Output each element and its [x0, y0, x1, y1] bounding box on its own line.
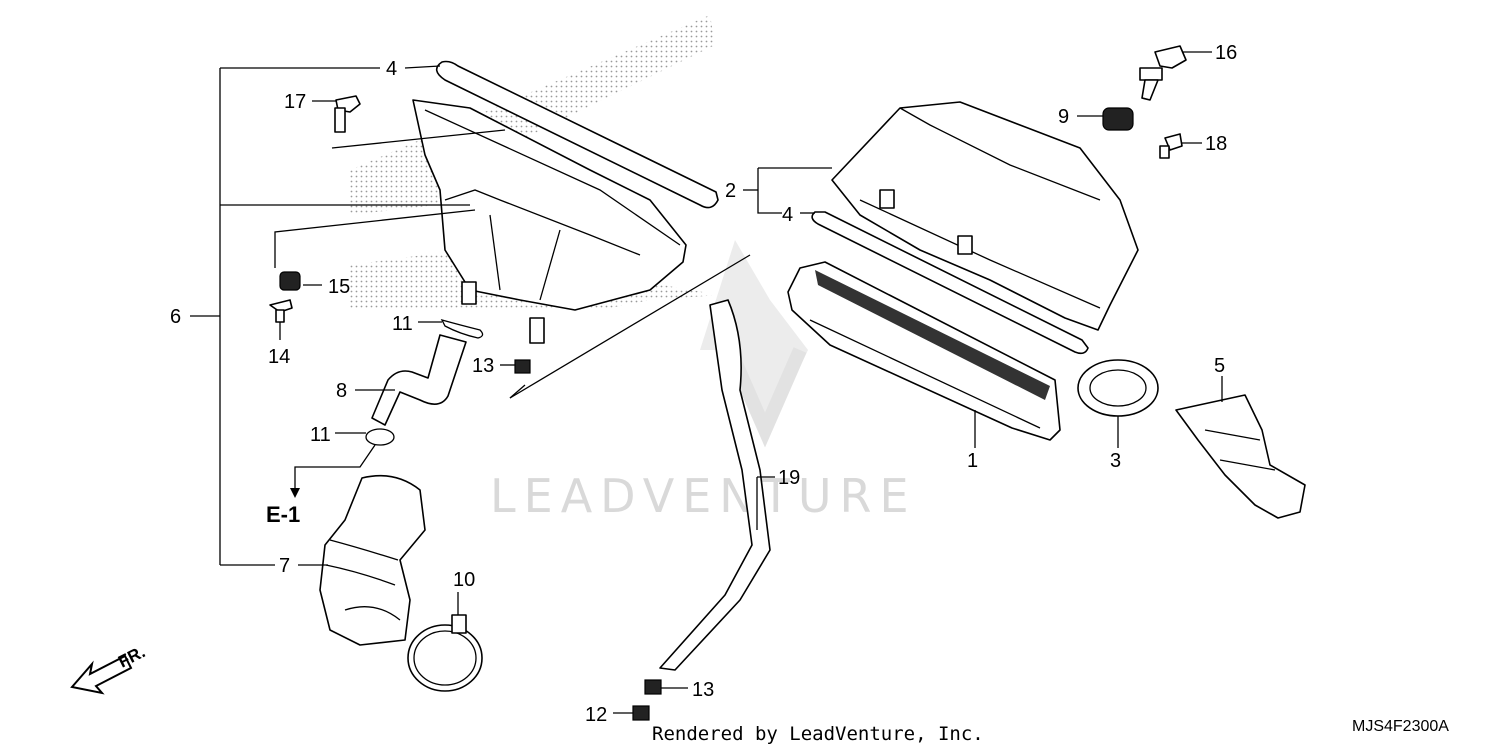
clip-part-11-lower[interactable] — [365, 428, 395, 446]
grommet-part-15[interactable] — [279, 271, 301, 291]
callouts: 1 2 3 4 4 5 6 7 8 9 10 11 11 12 13 13 14… — [170, 42, 1237, 726]
diagram-code: MJS4F2300A — [1352, 718, 1449, 735]
section-ref-e1[interactable]: E-1 — [266, 502, 300, 527]
clip-part-13-mid[interactable] — [514, 359, 531, 374]
fastener-part-16[interactable] — [1139, 45, 1187, 101]
connecting-tube-part-7[interactable] — [319, 474, 426, 646]
callout-11-upper: 11 — [392, 313, 413, 335]
callout-3: 3 — [1110, 450, 1121, 472]
callout-2: 2 — [725, 180, 736, 202]
callout-6: 6 — [170, 306, 181, 328]
callout-16: 16 — [1215, 42, 1237, 64]
clip-part-11-upper[interactable] — [440, 318, 484, 339]
seal-part-4-left[interactable] — [435, 60, 719, 209]
grommet-part-9[interactable] — [1102, 107, 1134, 131]
cover-part-2[interactable] — [831, 101, 1139, 331]
front-direction-indicator: FR. — [70, 642, 148, 695]
air-cleaner-case-part-6[interactable] — [412, 99, 687, 344]
render-credit: Rendered by LeadVenture, Inc. — [652, 723, 984, 745]
callout-10: 10 — [453, 569, 475, 591]
callout-4-left: 4 — [386, 58, 397, 80]
leader-lines — [190, 51, 1223, 714]
callout-13-mid: 13 — [472, 355, 494, 377]
element-part-1[interactable] — [787, 261, 1061, 441]
callout-19: 19 — [778, 467, 800, 489]
screw-part-14[interactable] — [269, 299, 293, 323]
callout-18: 18 — [1205, 133, 1227, 155]
callout-7: 7 — [279, 555, 290, 577]
callout-17: 17 — [284, 91, 306, 113]
callout-12: 12 — [585, 704, 607, 726]
seal-part-4-right[interactable] — [811, 211, 1089, 355]
callout-11-lower: 11 — [310, 424, 331, 446]
drain-hose-part-19[interactable] — [659, 299, 771, 671]
callout-1: 1 — [967, 450, 978, 472]
callout-13-lower: 13 — [692, 679, 714, 701]
watermark: LEADVENTURE — [490, 240, 917, 523]
callout-4-right: 4 — [782, 204, 793, 226]
watermark-text: LEADVENTURE — [490, 469, 917, 523]
callout-5: 5 — [1214, 355, 1225, 377]
joint-part-3[interactable] — [1077, 359, 1159, 417]
tube-part-8[interactable] — [371, 334, 467, 426]
callout-14: 14 — [268, 346, 290, 368]
band-part-10[interactable] — [407, 614, 483, 692]
callout-9: 9 — [1058, 106, 1069, 128]
screw-part-18[interactable] — [1159, 133, 1183, 159]
duct-part-5[interactable] — [1175, 394, 1306, 519]
plug-part-12[interactable] — [632, 705, 650, 721]
callout-15: 15 — [328, 276, 350, 298]
callout-8: 8 — [336, 380, 347, 402]
bolt-part-17[interactable] — [334, 95, 361, 133]
clip-part-13-lower[interactable] — [644, 679, 662, 695]
